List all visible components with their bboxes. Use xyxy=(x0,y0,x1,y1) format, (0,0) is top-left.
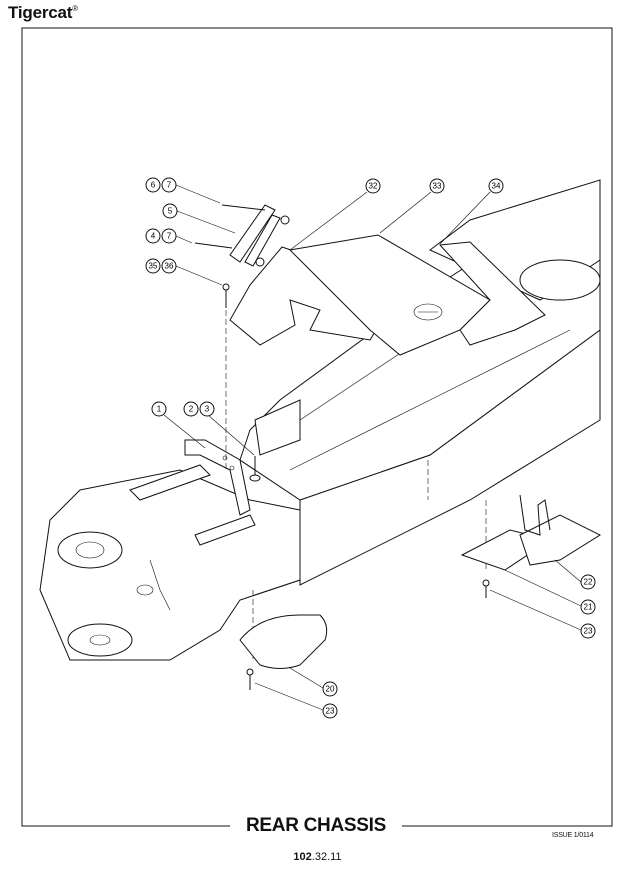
callout-3: 3 xyxy=(199,401,215,417)
mount-bracket xyxy=(460,494,602,598)
callout-7: 7 xyxy=(161,177,177,193)
svg-text:6: 6 xyxy=(151,181,156,190)
svg-text:7: 7 xyxy=(167,181,172,190)
svg-text:7: 7 xyxy=(167,232,172,241)
page-number-rest: .32.11 xyxy=(311,851,342,863)
callout-23b: 23 xyxy=(322,703,338,719)
svg-text:2: 2 xyxy=(189,405,194,414)
svg-text:1: 1 xyxy=(157,405,162,414)
svg-text:23: 23 xyxy=(584,627,593,636)
callout-5: 5 xyxy=(162,203,178,219)
callout-36: 36 xyxy=(161,258,177,274)
callout-21: 21 xyxy=(580,599,596,615)
svg-text:4: 4 xyxy=(151,232,156,241)
callout-4: 4 xyxy=(145,228,161,244)
svg-text:3: 3 xyxy=(205,405,210,414)
cover-plates xyxy=(229,234,546,356)
callout-1: 1 xyxy=(151,401,167,417)
callout-22: 22 xyxy=(580,574,596,590)
svg-text:22: 22 xyxy=(584,578,593,587)
brand-logo: Tigercat® xyxy=(8,3,78,23)
callout-32: 32 xyxy=(365,178,381,194)
callout-20: 20 xyxy=(322,681,338,697)
svg-text:36: 36 xyxy=(165,262,174,271)
issue-label: ISSUE 1/0114 xyxy=(552,832,594,839)
callout-34: 34 xyxy=(488,178,504,194)
svg-text:33: 33 xyxy=(433,182,442,191)
access-cover xyxy=(239,614,328,690)
svg-text:32: 32 xyxy=(369,182,378,191)
leader-lines xyxy=(163,184,582,711)
callout-35: 35 xyxy=(145,258,161,274)
callout-23: 23 xyxy=(580,623,596,639)
callout-6: 6 xyxy=(145,177,161,193)
brand-name: Tigercat xyxy=(8,3,73,22)
callout-33: 33 xyxy=(429,178,445,194)
page-title: REAR CHASSIS xyxy=(230,815,402,837)
svg-text:5: 5 xyxy=(168,207,173,216)
page-number: 102.32.11 xyxy=(0,851,635,863)
callout-2: 2 xyxy=(183,401,199,417)
svg-text:21: 21 xyxy=(584,603,593,612)
svg-text:23: 23 xyxy=(326,707,335,716)
callout-7b: 7 xyxy=(161,228,177,244)
page-number-section: 102 xyxy=(293,851,312,863)
svg-text:34: 34 xyxy=(492,182,501,191)
registered-mark: ® xyxy=(72,4,78,13)
page-frame xyxy=(21,27,613,827)
svg-text:35: 35 xyxy=(149,262,158,271)
svg-text:20: 20 xyxy=(326,685,335,694)
